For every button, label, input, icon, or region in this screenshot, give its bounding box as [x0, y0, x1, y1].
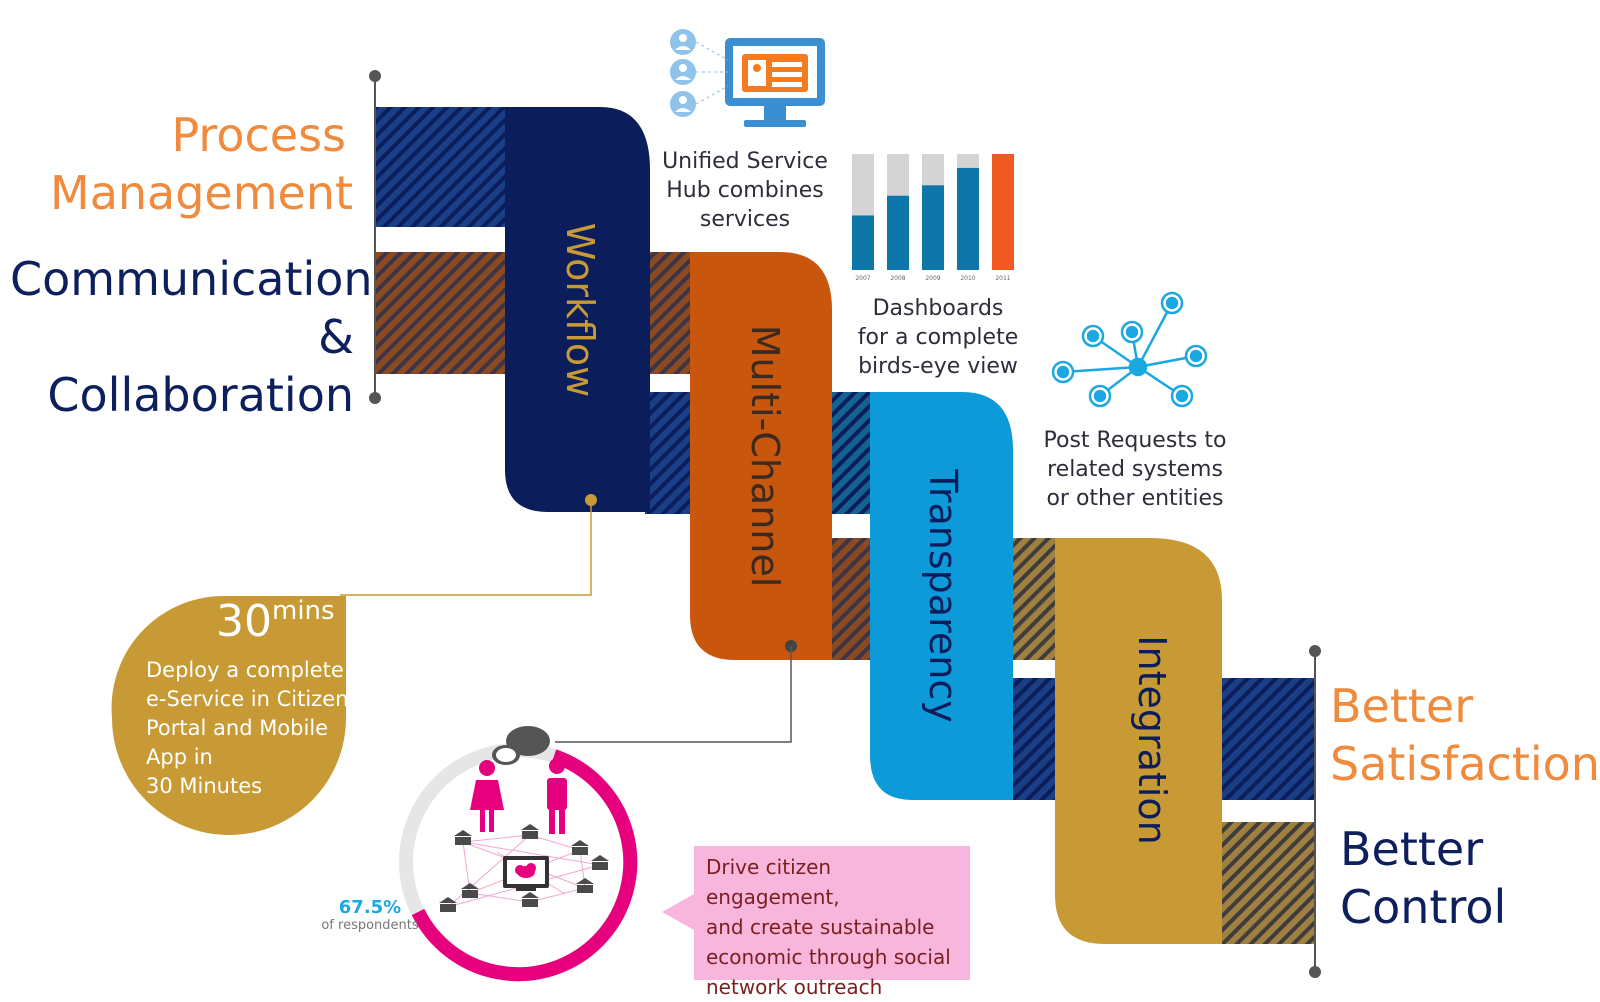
- drive-callout-text: Drive citizen engagement, and create sus…: [706, 852, 966, 1002]
- drive-line: and create sustainable: [706, 915, 935, 939]
- ribbon-label-integration: Integration: [1130, 635, 1174, 845]
- multichannel-connector: [555, 646, 792, 743]
- heading-line: Management: [50, 166, 354, 220]
- right-axis-dot-top: [1309, 645, 1321, 657]
- bank-icon: [439, 824, 609, 912]
- mini-bar-2011: [992, 154, 1014, 270]
- callout-line: Dashboards: [872, 296, 1004, 321]
- mini-bar-2008: [887, 195, 909, 270]
- strip-navy-1: [376, 107, 516, 227]
- woman-icon: [470, 760, 504, 832]
- user-icon: [670, 29, 729, 117]
- mini-bar-2010: [957, 167, 979, 270]
- drive-line: Drive citizen engagement,: [706, 855, 840, 909]
- respondents-label: of respondents: [321, 918, 419, 933]
- mini-bar-label: 2010: [960, 275, 975, 282]
- deploy-time: 30mins: [216, 596, 346, 648]
- mini-bar-chart: 2007 2008 2009 2010 2011: [852, 154, 1014, 282]
- ribbon-label-transparency: Transparency: [921, 469, 965, 723]
- heading-line: Control: [1340, 880, 1507, 934]
- callout-line: Unified Service: [662, 149, 828, 174]
- deploy-description: Deploy a complete e-Service in Citizen P…: [146, 656, 356, 801]
- deploy-number: 30: [216, 596, 272, 647]
- deploy-line: e-Service in Citizen: [146, 687, 349, 711]
- callout-line: Hub combines: [666, 178, 824, 203]
- ribbon-workflow: [505, 107, 650, 512]
- monitor-id-card-icon: [725, 38, 825, 127]
- cloud-upload-icon: [503, 856, 549, 891]
- deploy-line: 30 Minutes: [146, 774, 263, 798]
- man-icon: [547, 758, 567, 834]
- deploy-unit: mins: [272, 596, 335, 626]
- drive-callout-box: [662, 846, 970, 980]
- ribbon-multi-channel: [690, 252, 832, 660]
- left-axis-dot-top: [369, 70, 381, 82]
- callout-line: Post Requests to: [1043, 428, 1227, 453]
- deploy-bubble: [111, 595, 346, 835]
- deploy-line: Portal and Mobile: [146, 716, 329, 740]
- heading-line: Better: [1330, 679, 1474, 733]
- mini-bar-2007: [852, 215, 874, 270]
- mini-bar-2009: [922, 185, 944, 270]
- mini-bar-label: 2007: [855, 275, 870, 282]
- callout-line: services: [699, 207, 791, 232]
- callout-line: related systems: [1047, 457, 1223, 482]
- heading-line: Communication: [10, 252, 373, 306]
- ribbon-transparency: [870, 392, 1013, 800]
- heading-line: Better: [1340, 822, 1484, 876]
- dashboards-callout: Dashboards for a complete birds-eye view: [840, 294, 1036, 381]
- mini-bar-label: 2008: [890, 275, 905, 282]
- drive-line: network outreach: [706, 975, 883, 999]
- chat-bubble-icon: [492, 726, 550, 765]
- mini-bar-label: 2009: [925, 275, 940, 282]
- better-satisfaction-heading: Better Satisfaction: [1330, 677, 1600, 793]
- communication-collaboration-heading: Communication & Collaboration: [10, 250, 373, 424]
- respondents-value: 67.5%: [338, 897, 402, 918]
- post-requests-callout: Post Requests to related systems or othe…: [1028, 426, 1242, 513]
- network-hub-icon: [1051, 291, 1208, 408]
- better-control-heading: Better Control: [1340, 820, 1590, 936]
- workflow-connector: [340, 500, 592, 596]
- mini-bar-label: 2011: [995, 275, 1010, 282]
- ribbon-label-workflow: Workflow: [558, 222, 602, 398]
- heading-line: Process: [171, 108, 347, 162]
- deploy-line: Deploy a complete: [146, 658, 344, 682]
- deploy-line: App in: [146, 745, 213, 769]
- callout-line: or other entities: [1046, 486, 1224, 511]
- right-axis-dot-bottom: [1309, 966, 1321, 978]
- process-management-heading: Process Management: [50, 106, 354, 222]
- callout-line: for a complete: [857, 325, 1019, 350]
- heading-line: Satisfaction: [1330, 737, 1600, 791]
- respondents-stat: 67.5% of respondents: [320, 898, 420, 934]
- ribbon-label-multi-channel: Multi-Channel: [743, 324, 787, 588]
- ribbon-integration: [1055, 538, 1222, 944]
- left-axis-dot-bottom: [369, 392, 381, 404]
- heading-line: & Collaboration: [47, 310, 354, 422]
- unified-service-callout: Unified Service Hub combines services: [650, 147, 840, 234]
- callout-line: birds-eye view: [858, 354, 1018, 379]
- strip-brown-1: [376, 252, 516, 374]
- drive-line: economic through social: [706, 945, 951, 969]
